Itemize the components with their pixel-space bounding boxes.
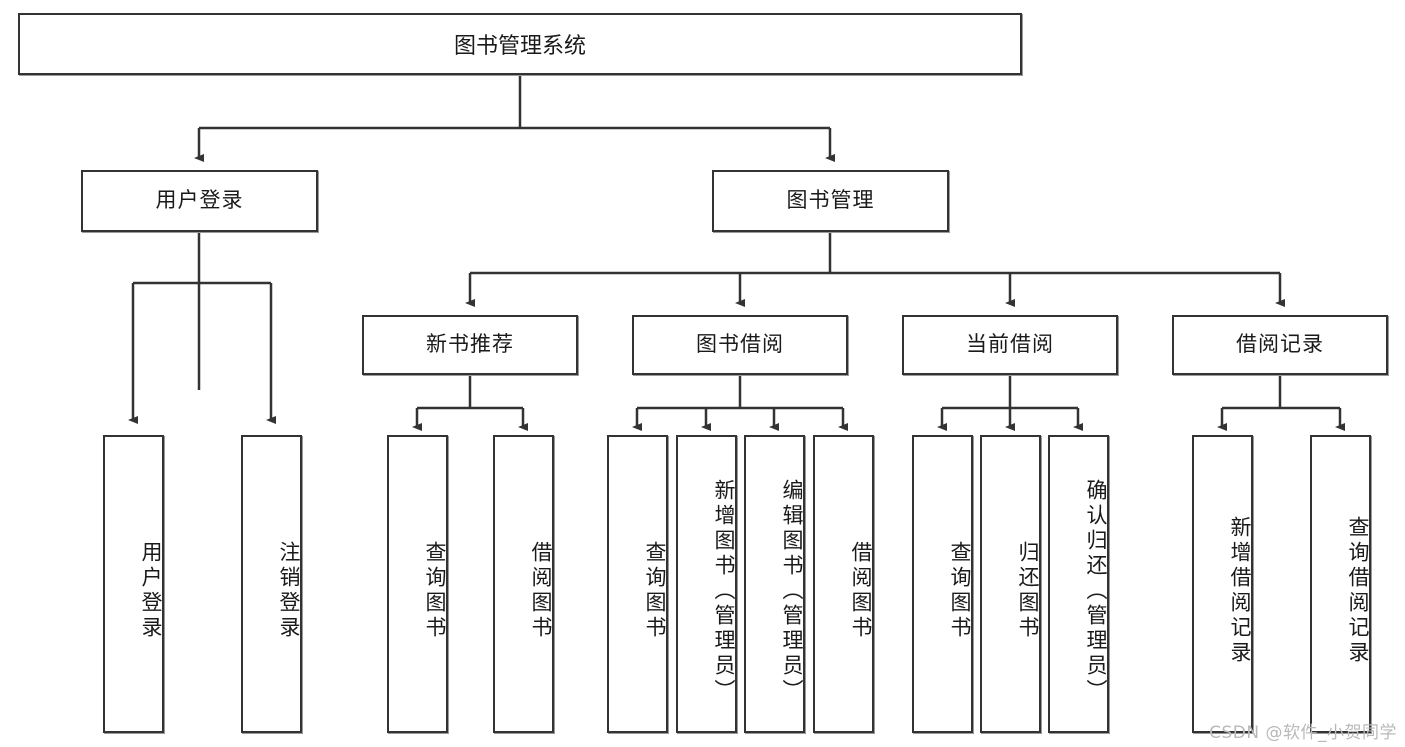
node-leaf-add-record-label: 新增借阅记录 (1228, 516, 1252, 666)
edge-book-manage-to-level3 (465, 233, 1285, 307)
node-leaf-user-logout[interactable]: 注销登录 (241, 435, 302, 733)
node-leaf-query-record-label: 查询借阅记录 (1346, 516, 1370, 666)
node-leaf-edit-book-label: 编辑图书（管理员） (780, 478, 804, 704)
node-leaf-query-book-1-label: 查询图书 (423, 541, 447, 641)
node-leaf-confirm-return[interactable]: 确认归还（管理员） (1048, 435, 1109, 733)
node-leaf-confirm-return-label: 确认归还（管理员） (1084, 478, 1108, 704)
node-leaf-borrow-book-1[interactable]: 借阅图书 (493, 435, 554, 733)
node-book-manage[interactable]: 图书管理 (712, 170, 949, 232)
node-leaf-query-book-2[interactable]: 查询图书 (607, 435, 668, 733)
node-leaf-query-book-3-label: 查询图书 (948, 541, 972, 641)
edge-new-book-recommend-to-leaves (412, 376, 528, 431)
edge-user-login-to-leaves (128, 233, 276, 424)
node-leaf-return-book[interactable]: 归还图书 (980, 435, 1041, 733)
node-leaf-user-login[interactable]: 用户登录 (103, 435, 164, 733)
node-user-login-label: 用户登录 (155, 188, 244, 213)
node-new-book-recommend[interactable]: 新书推荐 (362, 315, 578, 375)
node-leaf-user-login-label: 用户登录 (139, 541, 163, 641)
node-leaf-borrow-book-2-label: 借阅图书 (849, 541, 873, 641)
edge-borrow-record-to-leaves (1217, 376, 1345, 431)
node-root-label: 图书管理系统 (453, 34, 586, 59)
edge-root-to-level2 (194, 75, 835, 162)
node-book-borrow[interactable]: 图书借阅 (632, 315, 848, 375)
node-current-borrow-label: 当前借阅 (966, 332, 1054, 357)
node-leaf-add-record[interactable]: 新增借阅记录 (1192, 435, 1253, 733)
node-book-borrow-label: 图书借阅 (696, 332, 784, 357)
node-root[interactable]: 图书管理系统 (18, 13, 1022, 75)
node-current-borrow[interactable]: 当前借阅 (902, 315, 1118, 375)
node-leaf-add-book[interactable]: 新增图书（管理员） (676, 435, 737, 733)
node-borrow-record-label: 借阅记录 (1236, 332, 1324, 357)
node-user-login[interactable]: 用户登录 (81, 170, 318, 232)
node-leaf-return-book-label: 归还图书 (1016, 541, 1040, 641)
node-leaf-query-book-3[interactable]: 查询图书 (912, 435, 973, 733)
csdn-watermark: CSDN @软件_小贺同学 (1209, 723, 1397, 743)
node-leaf-borrow-book-1-label: 借阅图书 (529, 541, 553, 641)
node-leaf-add-book-label: 新增图书（管理员） (712, 478, 736, 704)
node-new-book-recommend-label: 新书推荐 (426, 332, 514, 357)
node-borrow-record[interactable]: 借阅记录 (1172, 315, 1388, 375)
node-leaf-query-record[interactable]: 查询借阅记录 (1310, 435, 1371, 733)
node-leaf-borrow-book-2[interactable]: 借阅图书 (813, 435, 874, 733)
edge-current-borrow-to-leaves (937, 376, 1083, 431)
node-book-manage-label: 图书管理 (786, 188, 875, 213)
node-leaf-edit-book[interactable]: 编辑图书（管理员） (744, 435, 805, 733)
edge-book-borrow-to-leaves (632, 376, 848, 431)
node-leaf-query-book-2-label: 查询图书 (643, 541, 667, 641)
node-leaf-query-book-1[interactable]: 查询图书 (387, 435, 448, 733)
node-leaf-user-logout-label: 注销登录 (277, 541, 301, 641)
